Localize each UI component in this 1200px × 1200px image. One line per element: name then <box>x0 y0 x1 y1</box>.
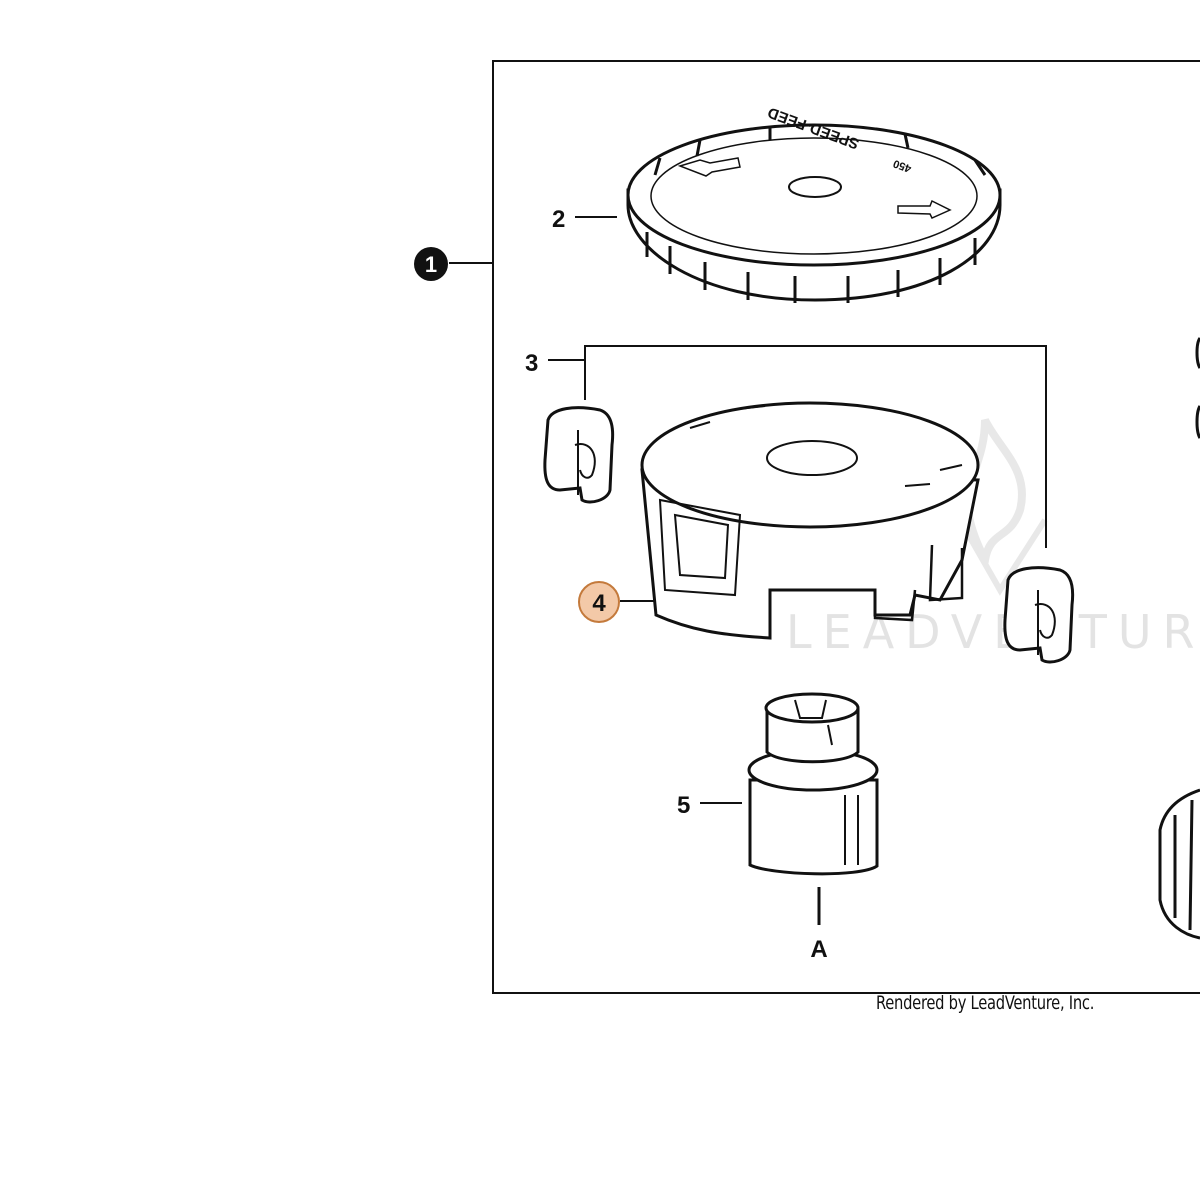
callout-eyelets-bracket <box>548 345 1047 548</box>
cap-center-hole <box>788 176 842 198</box>
watermark-v-icon <box>957 518 1048 596</box>
callout-spool-label: 4 <box>592 590 606 617</box>
callout-spool[interactable]: 4 <box>578 581 655 623</box>
callout-cap-label: 2 <box>552 206 565 233</box>
adapter-part[interactable] <box>747 692 879 876</box>
callout-adapter[interactable]: 5 <box>677 792 742 819</box>
offpage-bracket-top <box>1195 337 1200 369</box>
callout-spool-highlight <box>578 581 620 623</box>
adapter-top <box>764 692 860 724</box>
watermark: LEADVENTURE <box>786 418 1200 659</box>
callout-eyelets[interactable]: 3 <box>525 345 1047 548</box>
spool-part[interactable] <box>640 401 980 640</box>
cap-arrow-left-icon <box>677 157 741 177</box>
eyelet-left-groove <box>574 430 596 495</box>
spool-window <box>658 498 742 597</box>
credit-text: Rendered by LeadVenture, Inc. <box>876 992 1095 1014</box>
reference-a[interactable]: A <box>810 887 828 963</box>
spool-legs <box>873 544 964 622</box>
offpage-eyelet <box>1158 788 1200 940</box>
spool-top-slots <box>689 405 963 487</box>
assembly-callout-label: 1 <box>425 252 437 277</box>
offpage-bracket-mid <box>1195 405 1200 439</box>
eyelet-left[interactable] <box>543 406 615 504</box>
spool-center-hole <box>766 440 858 476</box>
offpage-right-parts <box>1158 337 1200 940</box>
adapter-neck <box>765 708 860 764</box>
assembly-frame <box>492 60 1200 994</box>
cap-arrow-right-icon <box>897 199 952 219</box>
cap-part[interactable]: SPEED-FEED 450 <box>626 103 1002 303</box>
reference-a-label: A <box>810 936 827 963</box>
callout-adapter-label: 5 <box>677 792 690 819</box>
cap-model-text: 450 <box>892 157 913 175</box>
eyelet-right-groove <box>1034 590 1056 655</box>
cap-ribs <box>645 128 987 303</box>
callout-cap[interactable]: 2 <box>552 206 617 233</box>
adapter-notches <box>794 699 859 865</box>
cap-inner-rim <box>650 137 978 255</box>
assembly-callout-circle <box>414 247 448 281</box>
eyelet-right[interactable] <box>1003 566 1075 664</box>
callout-eyelets-label: 3 <box>525 350 538 377</box>
watermark-text: LEADVENTURE <box>786 605 1200 659</box>
assembly-callout[interactable]: 1 <box>414 247 493 281</box>
